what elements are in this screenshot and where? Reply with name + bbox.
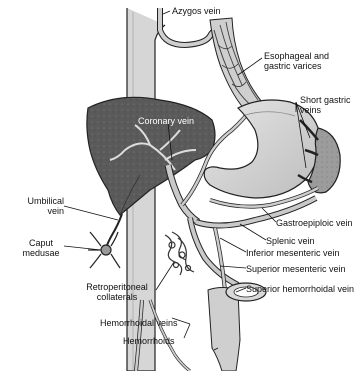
- esophageal-varices-label-line2: gastric varices: [264, 61, 329, 71]
- retroperitoneal-label-line1: Retroperitoneal: [78, 282, 156, 292]
- umbilical-label-line2: vein: [22, 206, 64, 216]
- hemorrhoidal-veins-label: Hemorrhoidal veins: [100, 318, 178, 328]
- esophageal-varices-label-line1: Esophageal and: [264, 51, 329, 61]
- retroperitoneal-collaterals-label: Retroperitoneal collaterals: [78, 282, 156, 302]
- rectum: [208, 283, 266, 371]
- coronary-vein-label: Coronary vein: [138, 116, 194, 126]
- caput-medusae: [88, 232, 120, 268]
- umbilical-vein-label: Umbilical vein: [22, 196, 64, 216]
- retroperitoneal-label-line2: collaterals: [78, 292, 156, 302]
- short-gastric-veins-label: Short gastric veins: [300, 95, 351, 115]
- esophageal-varices-label: Esophageal and gastric varices: [264, 51, 329, 71]
- superior-mesenteric-vein-label: Superior mesenteric vein: [246, 264, 346, 274]
- short-gastric-label-line2: veins: [300, 105, 351, 115]
- umbilical-label-line1: Umbilical: [22, 196, 64, 206]
- splenic-vein-label: Splenic vein: [266, 236, 315, 246]
- azygos-vein-label: Azygos vein: [172, 6, 221, 16]
- caput-label-line1: Caput: [18, 238, 64, 248]
- portal-vein: [168, 165, 198, 222]
- hemorrhoids-label: Hemorrhoids: [123, 336, 175, 346]
- gastroepiploic-vein-label: Gastroepiploic vein: [276, 218, 353, 228]
- inferior-mesenteric-vein-label: Inferior mesenteric vein: [246, 248, 340, 258]
- caput-label-line2: medusae: [18, 248, 64, 258]
- superior-hemorrhoidal-vein-label: Superior hemorrhoidal vein: [246, 284, 354, 294]
- short-gastric-label-line1: Short gastric: [300, 95, 351, 105]
- caput-medusae-label: Caput medusae: [18, 238, 64, 258]
